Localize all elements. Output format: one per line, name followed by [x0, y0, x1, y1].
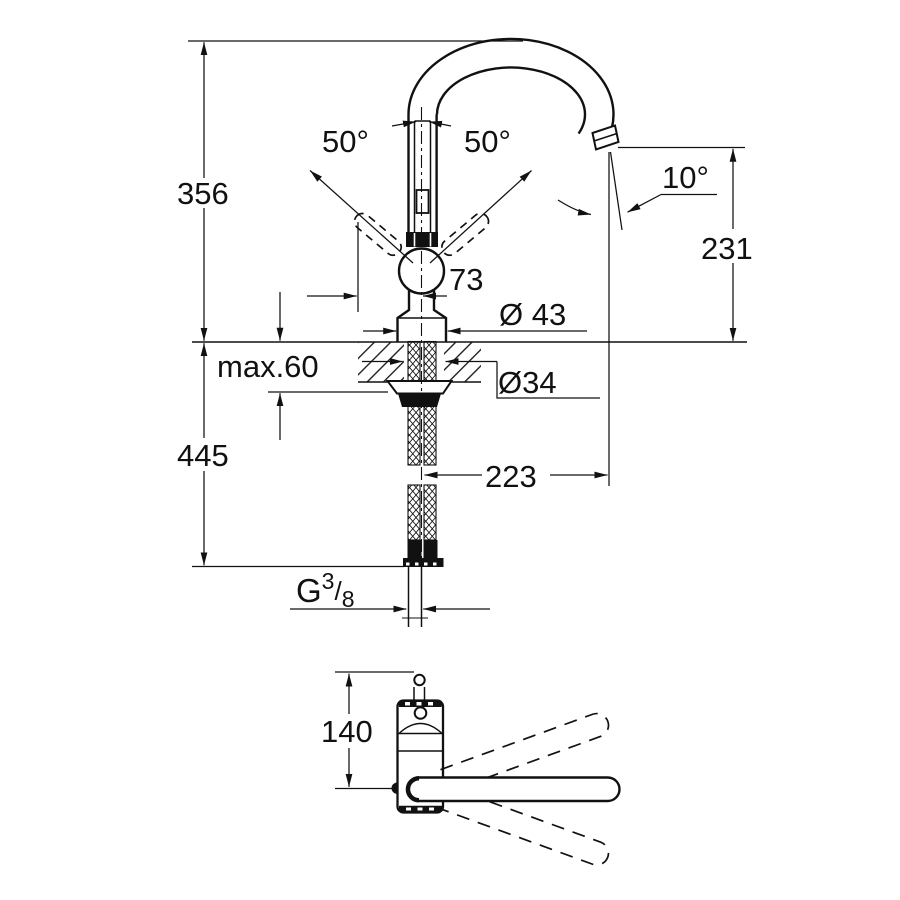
body-side-bump	[391, 782, 398, 794]
riser-column	[407, 114, 438, 232]
label-offset-73: 73	[449, 262, 483, 297]
label-swivel-left: 50°	[322, 124, 369, 159]
spout-arc	[407, 37, 620, 151]
label-reach-223: 223	[485, 459, 537, 494]
hose-end-fittings	[403, 540, 444, 567]
dimension-lines	[188, 40, 745, 613]
handle-swing-up	[440, 712, 610, 793]
faucet-top-view: 140	[321, 671, 621, 866]
label-swivel-right: 50°	[464, 124, 511, 159]
handle-swing-down	[440, 785, 610, 866]
label-height-356: 356	[177, 176, 229, 211]
label-thread-g38: G3/8	[296, 568, 355, 612]
connection-pipe	[402, 567, 428, 627]
lever-swing-left	[353, 212, 403, 257]
lever-swing-right	[440, 212, 490, 257]
countertop-section	[192, 341, 747, 383]
faucet-side-view: 356 445 50° 50° 10° 231 73 Ø 43 max.60 Ø…	[177, 37, 753, 627]
topview-handle	[405, 775, 621, 803]
label-tilt-10: 10°	[662, 160, 709, 195]
topview-spout-tip	[413, 673, 426, 701]
label-height-445: 445	[177, 438, 229, 473]
label-outlet-231: 231	[701, 231, 753, 266]
label-dia-43: Ø 43	[499, 297, 566, 332]
label-handle-140: 140	[321, 714, 373, 749]
mounting-washer	[385, 380, 454, 395]
mounting-nut	[398, 393, 441, 407]
label-max-60: max.60	[217, 349, 319, 384]
label-dia-34: Ø34	[498, 365, 557, 400]
